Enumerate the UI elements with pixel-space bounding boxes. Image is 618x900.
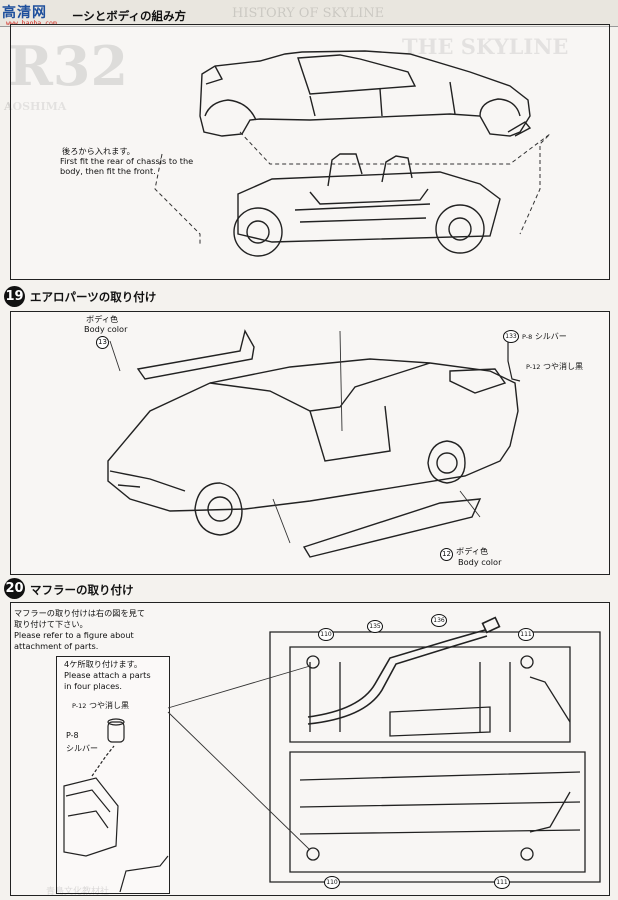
section-20-note-en-2: attachment of parts.: [14, 641, 99, 651]
section-19-skirt-color-en: Body color: [458, 557, 502, 567]
paint-silver-name-label-20: シルバー: [66, 744, 98, 753]
paint-silver-code: P-8: [522, 333, 533, 341]
section-18-title: ーシとボディの組み方: [72, 9, 186, 23]
section-20-note-en-1: Please refer to a figure about: [14, 630, 134, 640]
section-19-title: エアロパーツの取り付け: [30, 290, 157, 304]
part-136-callout: 136: [431, 614, 447, 627]
paint-black-name-20: つや消し黒: [88, 701, 129, 710]
antenna-part-drawing: [507, 331, 521, 382]
four-places-jp: 4ケ所取り付けます。: [64, 659, 143, 669]
watermark-logo: 高清网 www.haoba.com: [2, 2, 70, 30]
paint-black-label-19: P-12 つや消し黒: [526, 361, 583, 372]
inset-leader-lines: [167, 665, 311, 851]
part-110-callout: 110: [318, 628, 334, 641]
header-strip: [0, 0, 618, 27]
section-19-skirt-color-jp: ボディ色: [456, 546, 489, 556]
mount-bushing-drawing: [107, 721, 125, 743]
paint-black-code: P-12: [526, 363, 541, 371]
section-19-body-color-jp: ボディ色: [86, 314, 119, 324]
section-18-panel: [10, 24, 610, 280]
paint-black-label-20: P-12 つや消し黒: [72, 700, 129, 711]
chassis-drawing: [233, 153, 501, 257]
part-13-callout: 13: [96, 336, 109, 349]
paint-silver-name: シルバー: [534, 332, 567, 341]
watermark-text: 高清网: [2, 5, 47, 21]
section-19-number: 19: [4, 286, 25, 307]
section-18-diagram: [154, 50, 551, 257]
section-20-note-jp-2: 取り付けて下さい。: [14, 619, 88, 629]
side-skirt-part-drawing: [302, 498, 482, 558]
part-111-callout-bottom: 111: [494, 876, 510, 889]
assembly-guide-dashes: [154, 131, 551, 244]
part-110-callout-bottom: 110: [324, 876, 340, 889]
section-18-note-jp: 後ろから入れます。: [62, 146, 135, 156]
section-18-note-en-2: body, then fit the front.: [60, 166, 156, 176]
section-19-body-color-en: Body color: [84, 324, 128, 334]
chassis-underside-drawing: [269, 631, 601, 883]
part-111-callout-top: 111: [518, 628, 534, 641]
section-19-diagram: [107, 329, 521, 558]
watermark-url: www.haoba.com: [6, 19, 57, 27]
car-body-shell-drawing: [199, 50, 532, 137]
paint-black-code-20: P-12: [72, 702, 87, 710]
four-places-en-1: Please attach a parts: [64, 670, 151, 680]
section-20-diagram: [167, 616, 601, 883]
paint-black-name: つや消し黒: [542, 362, 583, 371]
car-aero-drawing: [107, 358, 519, 536]
paint-silver-label-19: P-8 シルバー: [522, 331, 567, 342]
rear-spoiler-part-drawing: [136, 329, 255, 380]
part-leader-lines: [109, 330, 481, 544]
section-20-title: マフラーの取り付け: [30, 583, 134, 597]
section-20-number: 20: [4, 578, 25, 599]
part-12-callout: 12: [440, 548, 453, 561]
section-20-note-jp-1: マフラーの取り付けは右の図を見て: [14, 608, 146, 618]
section-20-panel: [10, 602, 610, 896]
detail-inset-drawing: [63, 718, 169, 893]
part-135-callout: 135: [367, 620, 383, 633]
muffler-pipe-drawing: [307, 616, 501, 725]
part-133-callout: 133: [503, 330, 519, 343]
paint-silver-code-label-20: P-8: [66, 731, 79, 740]
four-places-en-2: in four places.: [64, 681, 123, 691]
section-18-note-en-1: First fit the rear of chassis to the: [60, 156, 194, 166]
